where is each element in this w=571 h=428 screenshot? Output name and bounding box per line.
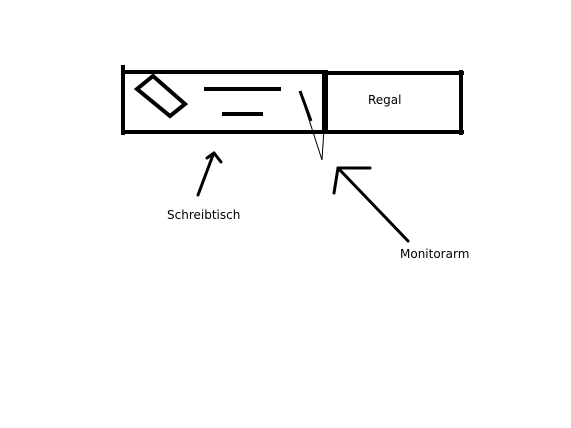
monitor-arm-lines <box>302 100 326 161</box>
desk-label: Schreibtisch <box>167 208 240 222</box>
monitor-arm-label: Monitorarm <box>400 247 469 261</box>
monitor-arm-arrow <box>332 166 410 243</box>
monitor-mark <box>298 90 313 122</box>
shelf-label: Regal <box>368 93 402 107</box>
desk-outline <box>121 65 326 135</box>
desk-item-rectangle <box>133 73 189 119</box>
desk-arrow <box>196 151 223 197</box>
shelf-outline <box>324 70 464 135</box>
